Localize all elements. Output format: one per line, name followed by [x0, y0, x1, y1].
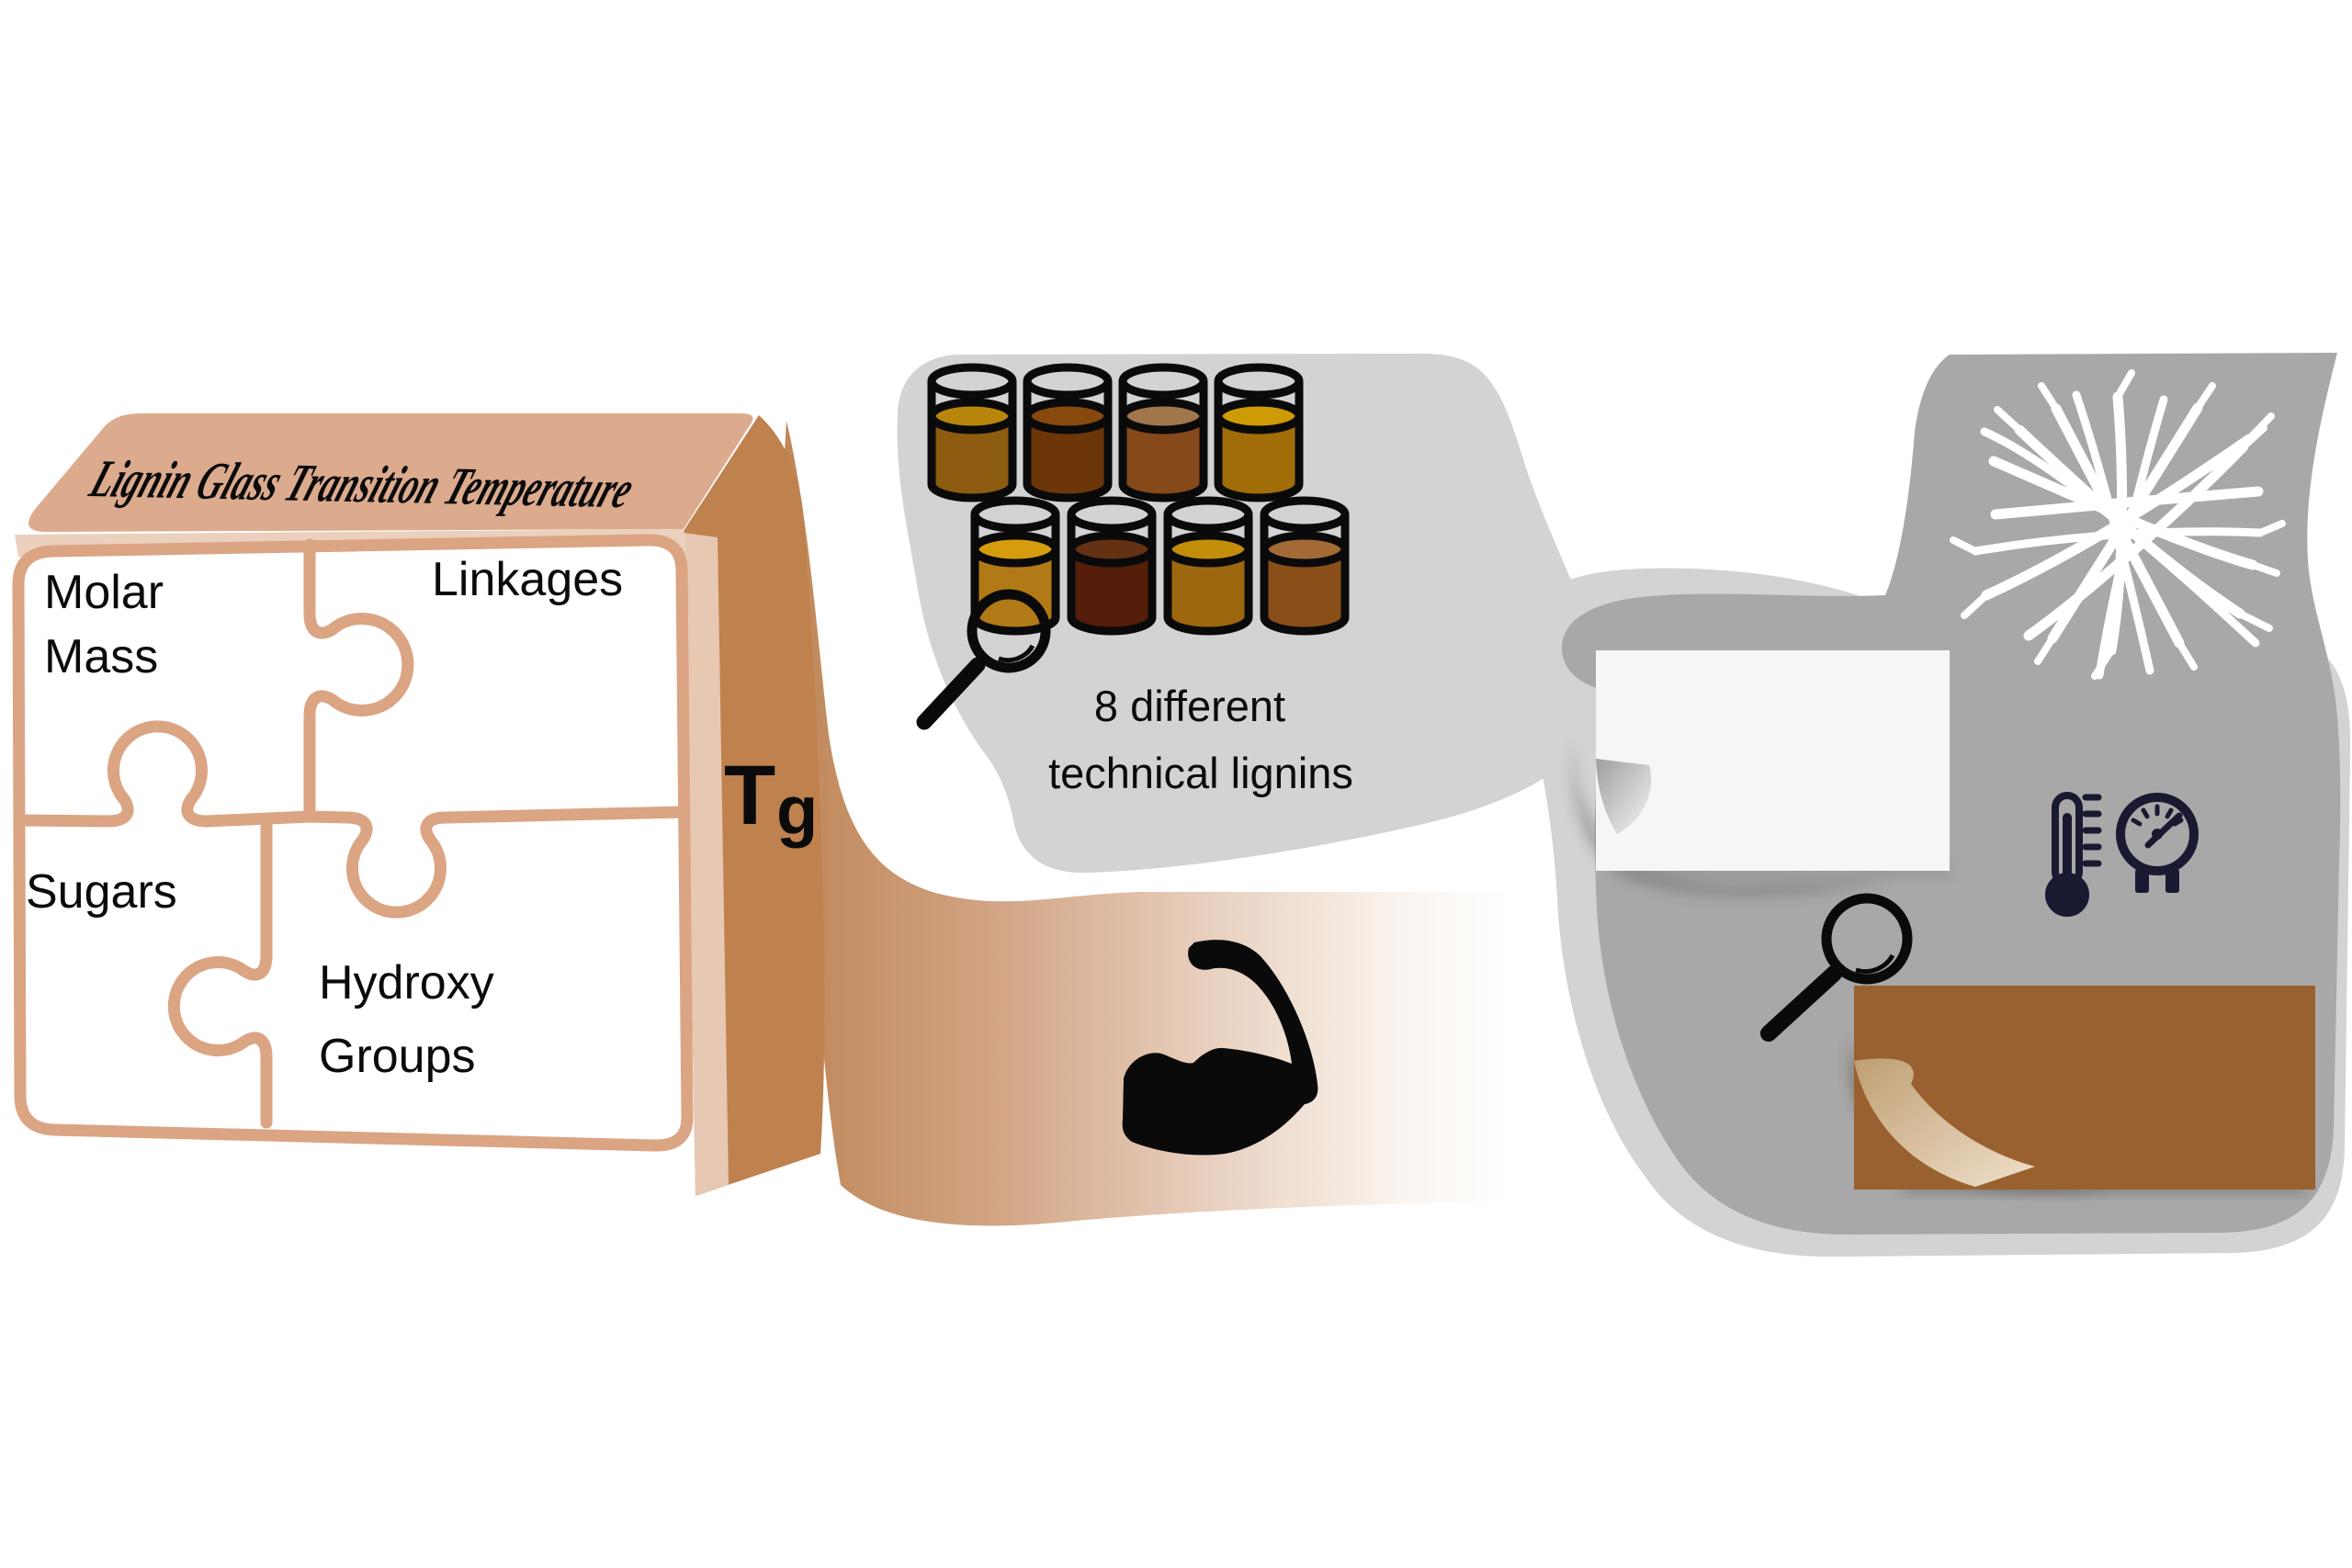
svg-text:Linkages: Linkages	[432, 553, 623, 606]
tg-label: T	[724, 749, 775, 842]
lignin-jar	[1260, 496, 1350, 636]
flow-ribbon	[781, 421, 1505, 1226]
svg-text:Hydroxy: Hydroxy	[319, 956, 494, 1010]
magnifier-icon	[1760, 893, 1913, 1042]
white-paper	[1571, 650, 1950, 897]
nanofiber-web-icon	[1950, 369, 2286, 680]
svg-text:Molar: Molar	[44, 566, 164, 619]
flexed-arm-icon	[1122, 940, 1318, 1156]
box-top-face	[28, 413, 753, 532]
lignin-jar	[1118, 363, 1208, 502]
box-front-face	[12, 534, 694, 1152]
magnifier-icon	[916, 589, 1051, 730]
puzzle-box: T g Lignin Glass Transition Temperature …	[12, 413, 825, 1196]
tg-sub-label: g	[776, 773, 818, 849]
thermometer-icon	[2045, 792, 2102, 917]
svg-text:Sugars: Sugars	[26, 865, 177, 919]
lignin-jar	[1214, 363, 1304, 502]
box-side-strip	[684, 533, 729, 1196]
kraft-paper	[1849, 986, 2315, 1194]
puzzle-dividers	[14, 538, 691, 1129]
samples-caption-line1: 8 different	[1094, 682, 1285, 730]
lignin-jar	[927, 363, 1017, 502]
lignin-jar	[1067, 496, 1157, 636]
samples-caption-line2: technical lignins	[1048, 749, 1353, 797]
page-curl	[1854, 1058, 2035, 1187]
puzzle-piece-linkages: Linkages	[432, 553, 623, 606]
pressure-gauge-icon	[2116, 793, 2199, 893]
puzzle-piece-hydroxy-groups: Hydroxy Groups	[319, 956, 494, 1083]
lignin-jar	[1023, 363, 1113, 502]
page-curl	[1596, 759, 1652, 834]
lignin-jar	[1163, 496, 1253, 636]
lignin-jar-grid	[927, 363, 1350, 636]
svg-text:Mass: Mass	[44, 630, 158, 683]
puzzle-piece-sugars: Sugars	[26, 865, 177, 919]
svg-text:Groups: Groups	[319, 1030, 476, 1083]
box-title: Lignin Glass Transition Temperature	[83, 449, 642, 519]
puzzle-piece-molar-mass: Molar Mass	[44, 566, 164, 683]
